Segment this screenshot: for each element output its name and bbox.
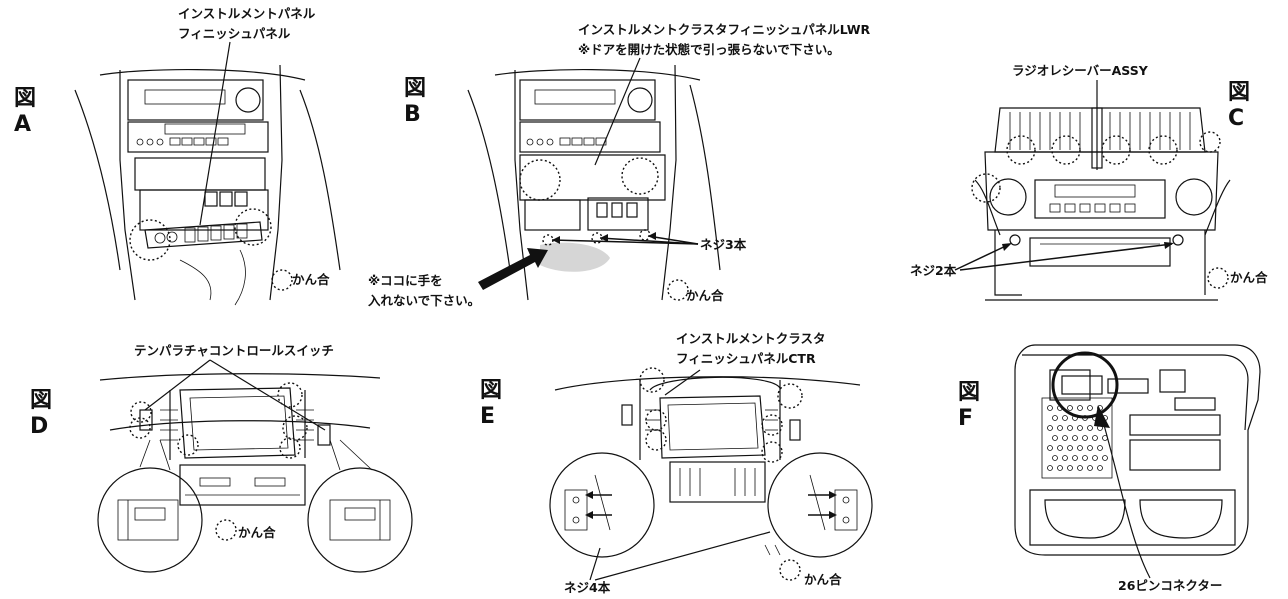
figure-b-screws-label: ネジ3本 <box>700 237 747 252</box>
figure-b-clip-label: かん合 <box>686 288 724 303</box>
figure-e-title: 図E <box>480 378 504 429</box>
figure-a-callout-line2: フィニッシュパネル <box>178 26 291 41</box>
figure-b-callout-line2: ※ドアを開けた状態で引っ張らないで下さい。 <box>578 42 840 57</box>
figure-f-title: 図F <box>958 380 982 431</box>
figure-c-title: 図C <box>1228 80 1252 131</box>
figure-c-screws-label: ネジ2本 <box>910 263 957 278</box>
figure-a-callout-line1: インストルメントパネル <box>178 6 316 21</box>
figure-d-callout: テンパラチャコントロールスイッチ <box>134 343 334 358</box>
figure-e-screws-label: ネジ4本 <box>564 580 611 595</box>
figure-b-warning-line2: 入れないで下さい。 <box>368 293 481 308</box>
figure-d-title: 図D <box>30 388 54 439</box>
figure-b-title: 図B <box>404 76 428 127</box>
figure-c-callout: ラジオレシーバーASSY <box>1012 63 1148 78</box>
figure-a-clip-label: かん合 <box>292 272 330 287</box>
figure-f-connector-label: 26ピンコネクター <box>1118 578 1223 593</box>
figure-c-clip-label: かん合 <box>1230 270 1268 285</box>
figure-e-clip-label: かん合 <box>804 572 842 587</box>
figure-e-callout-line1: インストルメントクラスタ <box>676 331 826 346</box>
figure-e-callout-line2: フィニッシュパネルCTR <box>676 351 816 366</box>
figure-d-clip-label: かん合 <box>238 525 276 540</box>
figure-a-title: 図A <box>14 86 38 137</box>
figure-b-callout-line1: インストルメントクラスタフィニッシュパネルLWR <box>578 22 871 37</box>
figure-b-warning-line1: ※ココに手を <box>368 273 443 288</box>
